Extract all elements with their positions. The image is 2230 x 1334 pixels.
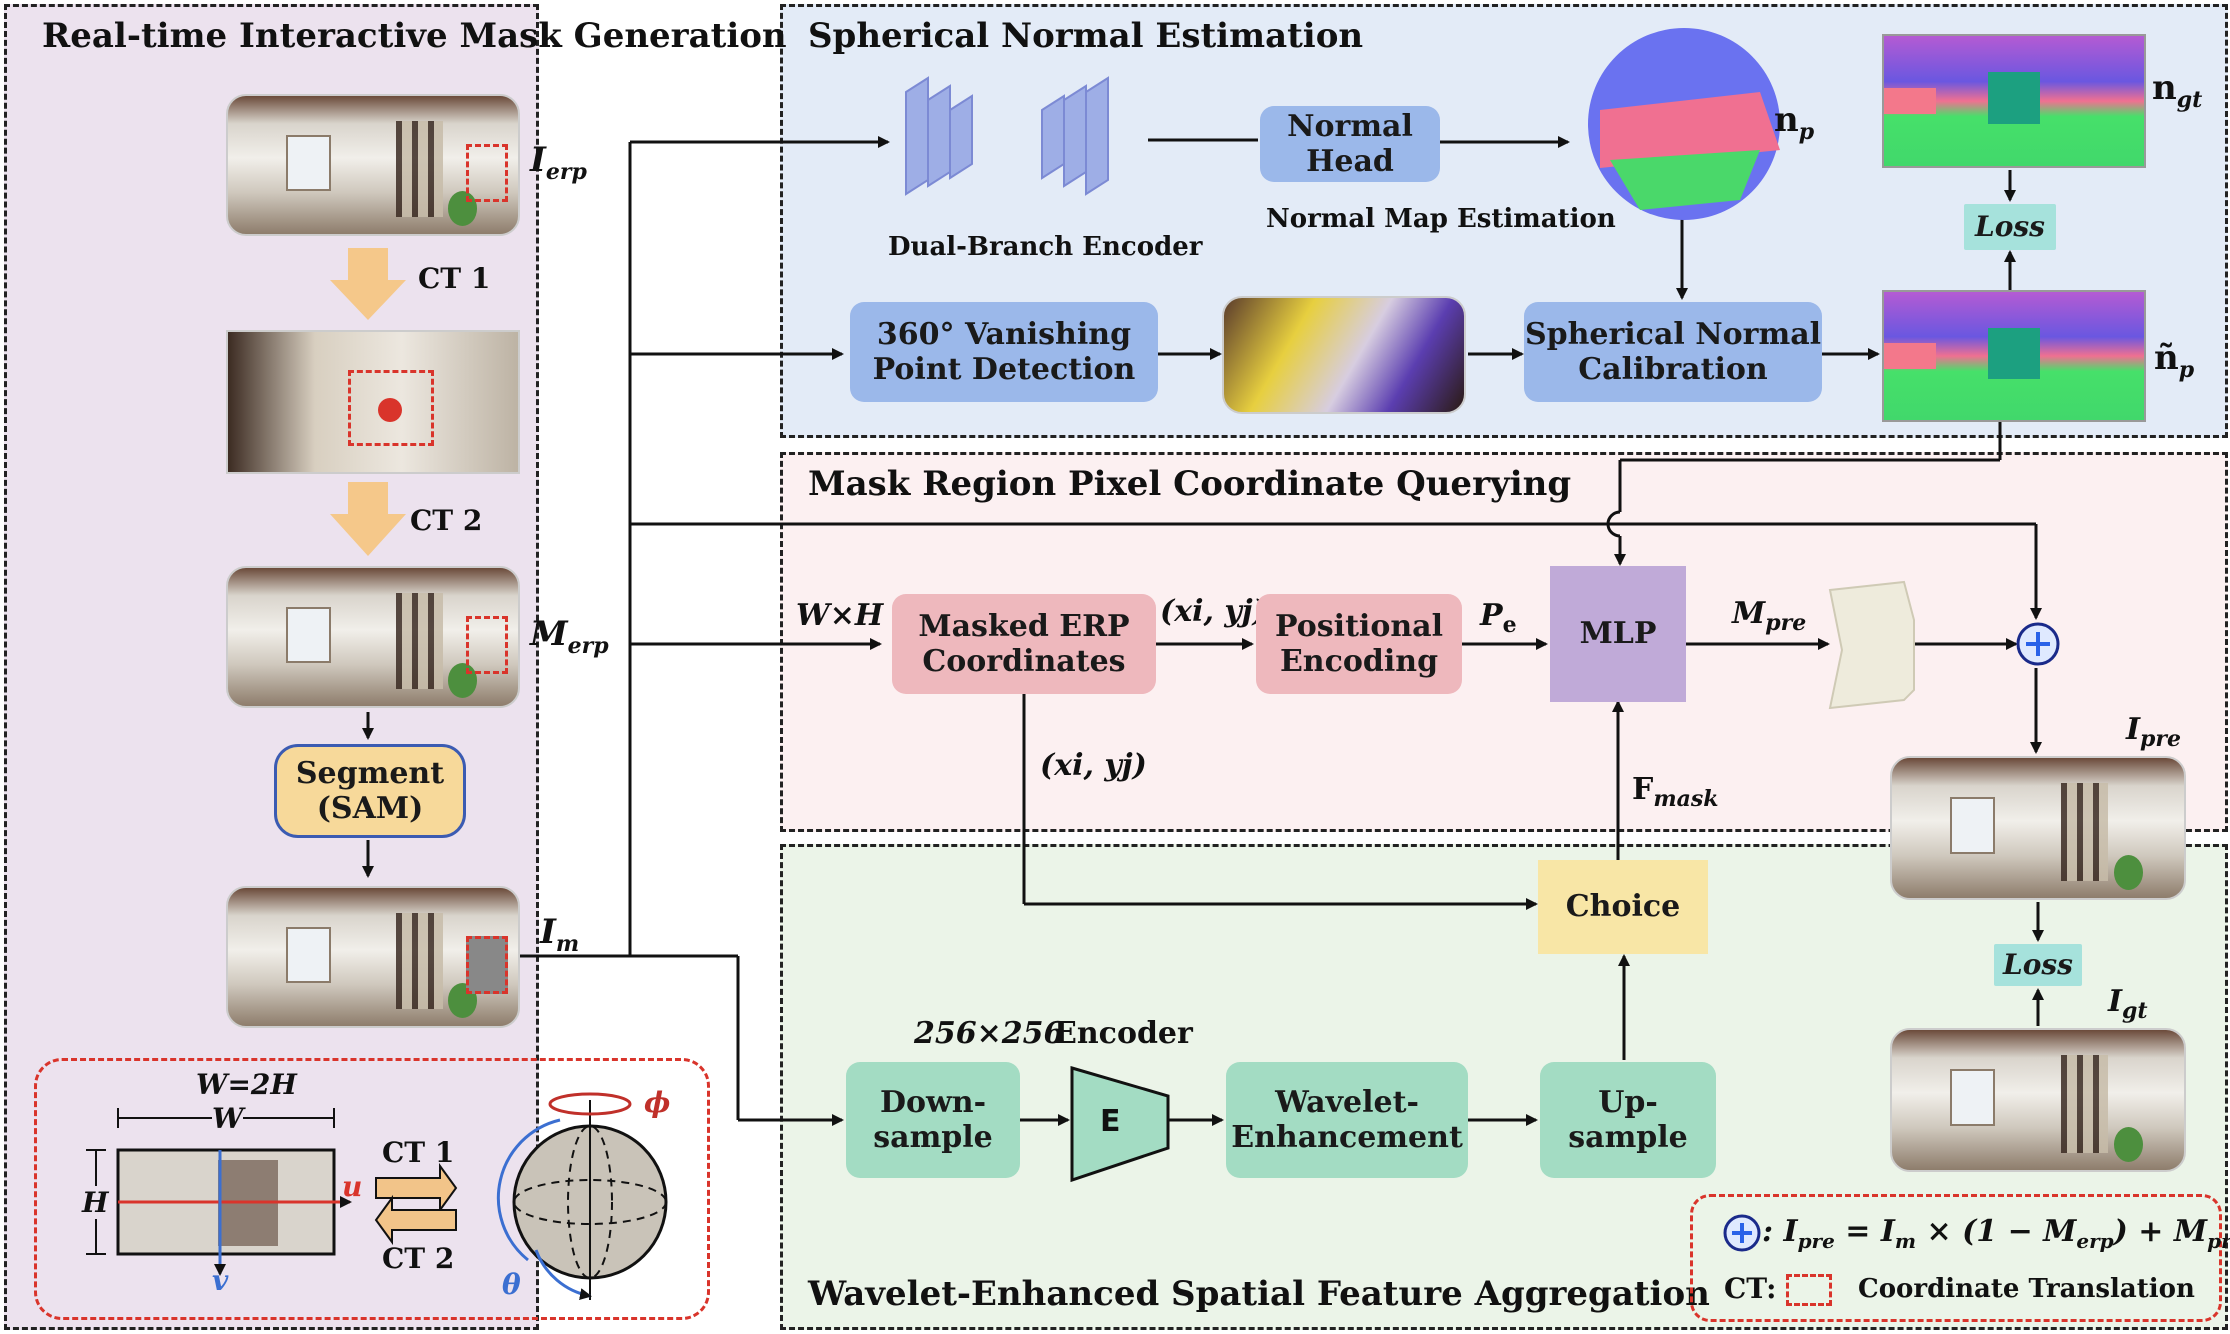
click-point [378, 398, 402, 422]
mask-panorama [226, 566, 520, 708]
label-ct2-small: CT 2 [382, 1242, 455, 1275]
label-v: v [212, 1264, 229, 1297]
spherical-normal-calibration-box: Spherical Normal Calibration [1524, 302, 1822, 402]
title-spherical-normal: Spherical Normal Estimation [808, 16, 1364, 56]
mask-region-marker-4 [466, 936, 508, 994]
label-i-pre: Ipre [2126, 712, 2182, 752]
perspective-view [226, 330, 520, 474]
erp-panorama-input [226, 94, 520, 236]
label-encoder: Encoder [1054, 1016, 1193, 1051]
title-interactive-mask: Real-time Interactive Mask Generation [42, 16, 787, 56]
positional-encoding-box: Positional Encoding [1256, 594, 1462, 694]
label-u: u [342, 1170, 363, 1203]
label-dual-branch-encoder: Dual-Branch Encoder [888, 232, 1203, 262]
label-ct1-small: CT 1 [382, 1136, 455, 1169]
legend-equation: : Ipre = Im × (1 − Merp) + Mpre [1762, 1214, 2230, 1253]
choice-box: Choice [1538, 860, 1708, 954]
label-ct2: CT 2 [410, 504, 483, 537]
label-ct1: CT 1 [418, 262, 491, 295]
legend-ct-marker [1786, 1274, 1832, 1306]
title-mask-query: Mask Region Pixel Coordinate Querying [808, 464, 1572, 504]
normal-map-gt [1882, 34, 2146, 168]
mask-region-marker-2 [348, 370, 434, 446]
label-h: H [82, 1186, 109, 1219]
normal-head-box: Normal Head [1260, 106, 1440, 182]
label-xi-yj-top: (xi, yj) [1160, 594, 1267, 629]
label-w-x-h: W×H [796, 598, 884, 633]
label-i-erp: Ierp [530, 140, 587, 185]
label-n-tilde-p: ñp [2154, 338, 2195, 383]
label-n-p: np [1774, 100, 1815, 145]
vanishing-point-box: 360° Vanishing Point Detection [850, 302, 1158, 402]
label-phi: ϕ [644, 1086, 671, 1119]
masked-panorama [226, 886, 520, 1028]
wavelet-enhancement-box: Wavelet- Enhancement [1226, 1062, 1468, 1178]
label-m-erp: Merp [530, 614, 609, 659]
vanishing-point-image [1222, 296, 1466, 414]
legend-ct-label: CT: [1724, 1272, 1777, 1305]
label-xi-yj-bottom: (xi, yj) [1040, 748, 1147, 783]
downsample-box: Down- sample [846, 1062, 1020, 1178]
legend-ct-text: Coordinate Translation [1858, 1274, 2195, 1304]
mask-region-marker [466, 144, 508, 202]
label-n-gt: ngt [2152, 68, 2203, 113]
encoder-e-label: E [1100, 1104, 1121, 1139]
normal-map-calibrated [1882, 290, 2146, 422]
masked-erp-coordinates-box: Masked ERP Coordinates [892, 594, 1156, 694]
label-w: W [212, 1102, 244, 1135]
label-p-e: Pe [1480, 598, 1517, 638]
ground-truth-panorama [1890, 1028, 2186, 1172]
label-i-gt: Igt [2108, 984, 2148, 1024]
legend-box [1690, 1194, 2222, 1322]
label-f-mask: Fmask [1632, 772, 1719, 812]
label-w-eq-2h: W=2H [196, 1068, 297, 1101]
mlp-box: MLP [1550, 566, 1686, 702]
predicted-panorama [1890, 756, 2186, 900]
label-256x256: 256×256 [914, 1016, 1065, 1051]
label-theta: θ [502, 1268, 521, 1301]
title-wavelet: Wavelet-Enhanced Spatial Feature Aggrega… [808, 1274, 1710, 1314]
mask-region-marker-3 [466, 616, 508, 674]
loss-box-normal: Loss [1964, 204, 2056, 250]
upsample-box: Up- sample [1540, 1062, 1716, 1178]
label-m-pre: Mpre [1732, 596, 1807, 636]
loss-box-image: Loss [1994, 944, 2082, 986]
label-normal-map-estimation: Normal Map Estimation [1266, 204, 1616, 234]
coordinate-diagram [34, 1058, 710, 1320]
segment-sam-box: Segment (SAM) [274, 744, 466, 838]
label-i-m: Im [540, 912, 580, 957]
